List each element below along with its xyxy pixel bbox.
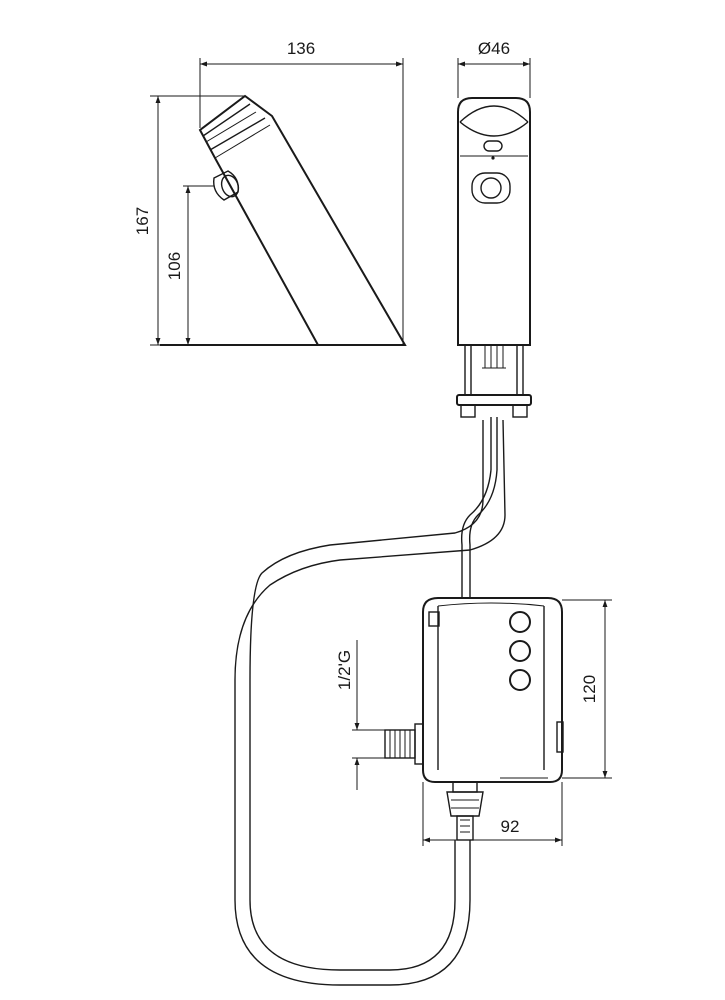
dim-sensor-height: 106 [165, 185, 214, 345]
outlet-connector [446, 781, 484, 841]
dim-thread: 1/2'G [335, 640, 385, 790]
dim-box-height: 120 [562, 599, 612, 779]
dim-side-height: 167 [133, 95, 245, 346]
sensor-button-side [213, 170, 240, 201]
dim-label-diameter: Ø46 [478, 39, 510, 58]
dim-label-thread: 1/2'G [335, 650, 354, 690]
dim-label-136: 136 [287, 39, 315, 58]
inlet-connector [384, 723, 424, 765]
dim-label-92: 92 [501, 817, 520, 836]
control-box [422, 597, 564, 783]
faucet-side-view [160, 94, 407, 346]
dim-side-width: 136 [199, 39, 404, 345]
faucet-front-view [456, 97, 532, 418]
dim-label-106: 106 [165, 252, 184, 280]
dim-box-depth: 92 [422, 782, 563, 846]
control-box-buttons [509, 611, 531, 691]
hoses [234, 417, 506, 986]
dim-label-167: 167 [133, 207, 152, 235]
dim-front-diameter: Ø46 [457, 39, 531, 98]
dim-label-120: 120 [580, 675, 599, 703]
sensor-button-front [471, 172, 511, 204]
mounting-rods [456, 345, 532, 418]
